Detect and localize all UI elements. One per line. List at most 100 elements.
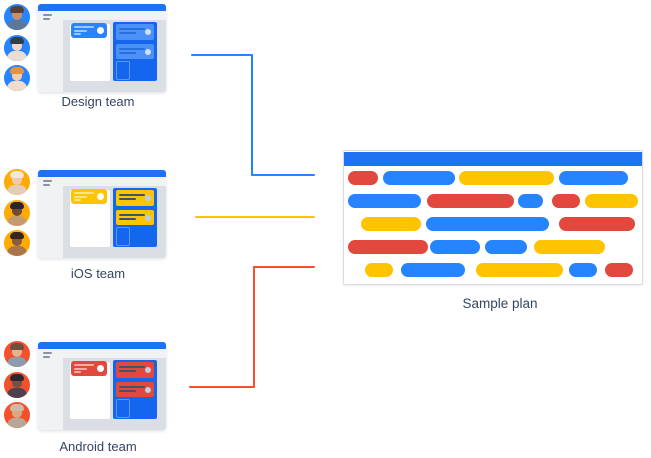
avatar-hair [10,343,24,350]
card-avatar-dot [97,193,104,200]
avatar-face [12,38,22,51]
team-avatar-android-1 [2,339,32,369]
plan-pill-red [552,194,580,208]
hamburger-menu-icon [43,180,52,182]
card-avatar-dot [145,387,151,393]
avatar-face [12,173,22,185]
team-avatar-design-1 [2,2,32,32]
team-avatar-design-3 [2,63,32,93]
avatar-face [12,8,22,20]
window-titlebar [38,4,166,11]
card-text-stripe [119,193,145,196]
avatar-hair [10,201,24,209]
team-label-ios: iOS team [70,266,126,281]
plan-pill-yellow [459,171,554,185]
avatar-shoulders [7,50,27,61]
avatar-shoulders [7,81,27,91]
connector-android-to-plan [189,386,255,388]
panel-card-2 [116,210,154,225]
panel-card-1 [116,362,154,378]
connector-design-to-plan [251,54,253,176]
team-avatar-ios-1 [2,167,32,197]
avatar-shoulders [7,215,27,226]
avatar-shoulders [7,246,27,256]
card-text-stripe [74,371,81,373]
plan-pill-red [427,194,514,208]
sample-plan-label: Sample plan [462,296,538,311]
plan-pill-blue [401,263,465,277]
card-text-stripe [119,369,136,372]
plan-pill-red [348,240,428,254]
avatar-shoulders [7,418,27,428]
team-avatar-ios-3 [2,228,32,258]
board-card [71,23,107,38]
plan-pill-blue [559,171,628,185]
team-label-design: Design team [61,94,135,109]
sample-plan-board [343,150,643,285]
card-text-stripe [119,213,145,216]
card-avatar-dot [97,27,104,34]
team-avatar-design-2 [2,32,32,63]
hamburger-menu-icon [43,355,50,358]
window-titlebar [38,170,166,177]
card-text-stripe [119,217,136,220]
team-label-android: Android team [59,439,137,454]
connector-android-to-plan [253,266,255,388]
plan-pill-blue [518,194,543,208]
card-avatar-dot [97,365,104,372]
avatar-face [12,375,22,388]
avatar-shoulders [7,20,27,30]
team-avatar-ios-2 [2,197,32,228]
avatar-hair [10,404,24,411]
plan-pill-yellow [476,263,563,277]
plan-pill-blue [426,217,549,231]
panel-card-1 [116,24,154,40]
avatar-face [12,69,22,81]
panel-card-2 [116,382,154,397]
card-text-stripe [74,199,81,201]
team-avatar-android-3 [2,400,32,430]
avatar-hair [10,232,24,239]
card-avatar-dot [145,29,151,35]
card-text-stripe [74,33,81,35]
plan-header-bar [344,152,642,166]
team-avatar-android-2 [2,369,32,400]
card-text-stripe [119,51,136,54]
card-text-stripe [119,385,145,388]
plan-pill-blue [383,171,455,185]
avatar-face [12,203,22,216]
team-window-design [38,4,166,92]
ghost-card-outline [116,61,130,80]
plan-pill-yellow [361,217,421,231]
card-text-stripe [119,197,136,200]
card-text-stripe [74,29,87,32]
plan-pill-blue [348,194,421,208]
avatar-hair [10,373,24,381]
avatar-hair [10,36,24,44]
card-text-stripe [119,365,145,368]
connector-android-to-plan [253,266,315,268]
card-text-stripe [74,195,87,198]
ghost-card-outline [116,227,130,246]
avatar-shoulders [7,185,27,195]
connector-ios-to-plan [195,216,315,218]
connector-design-to-plan [251,174,315,176]
plan-pill-yellow [365,263,393,277]
card-text-stripe [119,27,145,30]
card-avatar-dot [145,367,151,373]
plan-pill-blue [569,263,597,277]
avatar-face [12,345,22,357]
hamburger-menu-icon [43,183,50,186]
plan-pill-blue [485,240,527,254]
hamburger-menu-icon [43,17,50,20]
hamburger-menu-icon [43,352,52,354]
avatar-hair [10,67,24,74]
plan-pill-red [605,263,633,277]
avatar-face [12,234,22,246]
avatar-face [12,406,22,418]
hamburger-menu-icon [43,14,52,16]
card-text-stripe [119,47,145,50]
card-avatar-dot [145,195,151,201]
team-window-android [38,342,166,430]
card-text-stripe [74,364,94,366]
